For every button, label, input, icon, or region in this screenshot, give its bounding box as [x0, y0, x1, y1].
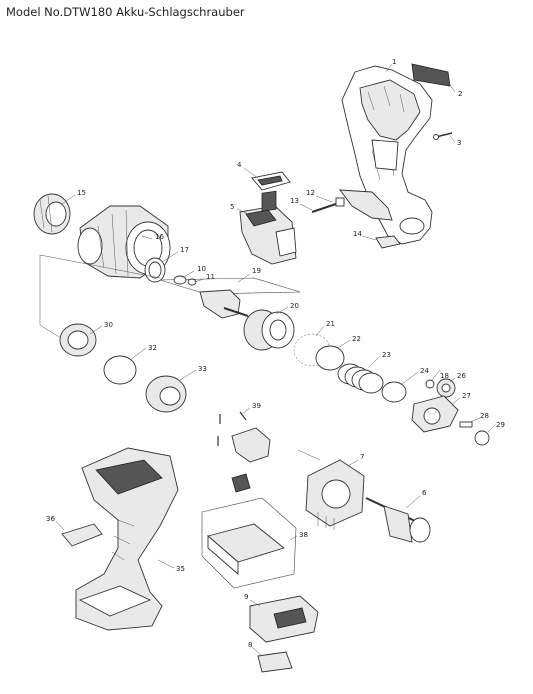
part-label-28: 28	[480, 412, 489, 420]
housing-set-part	[75, 447, 179, 631]
part-label-3: 3	[457, 139, 461, 147]
switch-part	[239, 190, 297, 265]
part-label-10: 10	[197, 265, 206, 273]
ball-part	[425, 379, 435, 389]
ring-part	[144, 257, 166, 283]
part-label-29: 29	[496, 421, 505, 429]
part-label-18: 18	[440, 372, 449, 380]
nameplate-part	[257, 651, 293, 673]
housing-part	[339, 65, 433, 245]
washer-part	[381, 381, 407, 403]
part-label-5: 5	[230, 203, 234, 211]
part-label-4: 4	[237, 161, 242, 169]
gear-ring-part	[59, 323, 97, 357]
bearing-part	[436, 378, 456, 398]
part-label-32: 32	[148, 344, 157, 352]
spindle-assembly-box	[159, 277, 301, 295]
o-ring-32-part	[103, 355, 137, 385]
small-plate-part	[375, 235, 401, 249]
part-label-1: 1	[392, 58, 396, 66]
gear-housing-part	[145, 375, 187, 413]
diagram-title: Model No.DTW180 Akku-Schlagschrauber	[6, 5, 245, 19]
part-label-20: 20	[290, 302, 299, 310]
leader-lines	[55, 63, 495, 657]
part-label-30: 30	[104, 321, 113, 329]
part-label-36: 36	[46, 515, 55, 523]
part-label-14: 14	[353, 230, 362, 238]
part-label-6: 6	[422, 489, 427, 497]
part-label-9: 9	[244, 593, 248, 601]
screw-39-part	[217, 411, 247, 446]
bumper-part	[33, 193, 71, 235]
spindle-part	[173, 275, 249, 319]
hammer-part	[411, 395, 459, 433]
part-label-11: 11	[206, 273, 215, 281]
washer-29-part	[474, 430, 490, 446]
spring-part	[337, 363, 384, 394]
part-label-24: 24	[420, 367, 429, 375]
sensor-board-part	[231, 427, 271, 463]
stator-part	[305, 459, 365, 530]
part-label-22: 22	[352, 335, 361, 343]
part-label-21: 21	[326, 320, 335, 328]
part-label-15: 15	[77, 189, 86, 197]
part-label-8: 8	[248, 641, 252, 649]
screw-part	[433, 132, 453, 140]
terminal-part	[249, 595, 319, 643]
anvil-part	[243, 309, 295, 351]
pin-part	[311, 197, 345, 214]
part-label-19: 19	[252, 267, 261, 275]
part-label-38: 38	[299, 531, 308, 539]
side-cover-part	[61, 523, 103, 547]
part-label-33: 33	[198, 365, 207, 373]
part-label-23: 23	[382, 351, 391, 359]
part-label-17: 17	[180, 246, 189, 254]
pin-28-part	[459, 421, 473, 428]
label-plate-part	[411, 63, 451, 87]
part-label-12: 12	[306, 189, 315, 197]
controller-part	[201, 473, 297, 589]
part-label-27: 27	[462, 392, 471, 400]
part-labels: 1 2 3 4 5 6 7 8 9 10 11 12 13 14 15 16 1…	[46, 58, 505, 649]
part-label-13: 13	[290, 197, 299, 205]
part-label-39: 39	[252, 402, 261, 410]
part-label-16: 16	[155, 233, 164, 241]
o-ring-part	[315, 345, 345, 371]
part-label-26: 26	[457, 372, 466, 380]
part-label-35: 35	[176, 565, 185, 573]
rotor-part	[365, 497, 431, 543]
part-label-7: 7	[360, 453, 364, 461]
part-label-2: 2	[458, 90, 462, 98]
